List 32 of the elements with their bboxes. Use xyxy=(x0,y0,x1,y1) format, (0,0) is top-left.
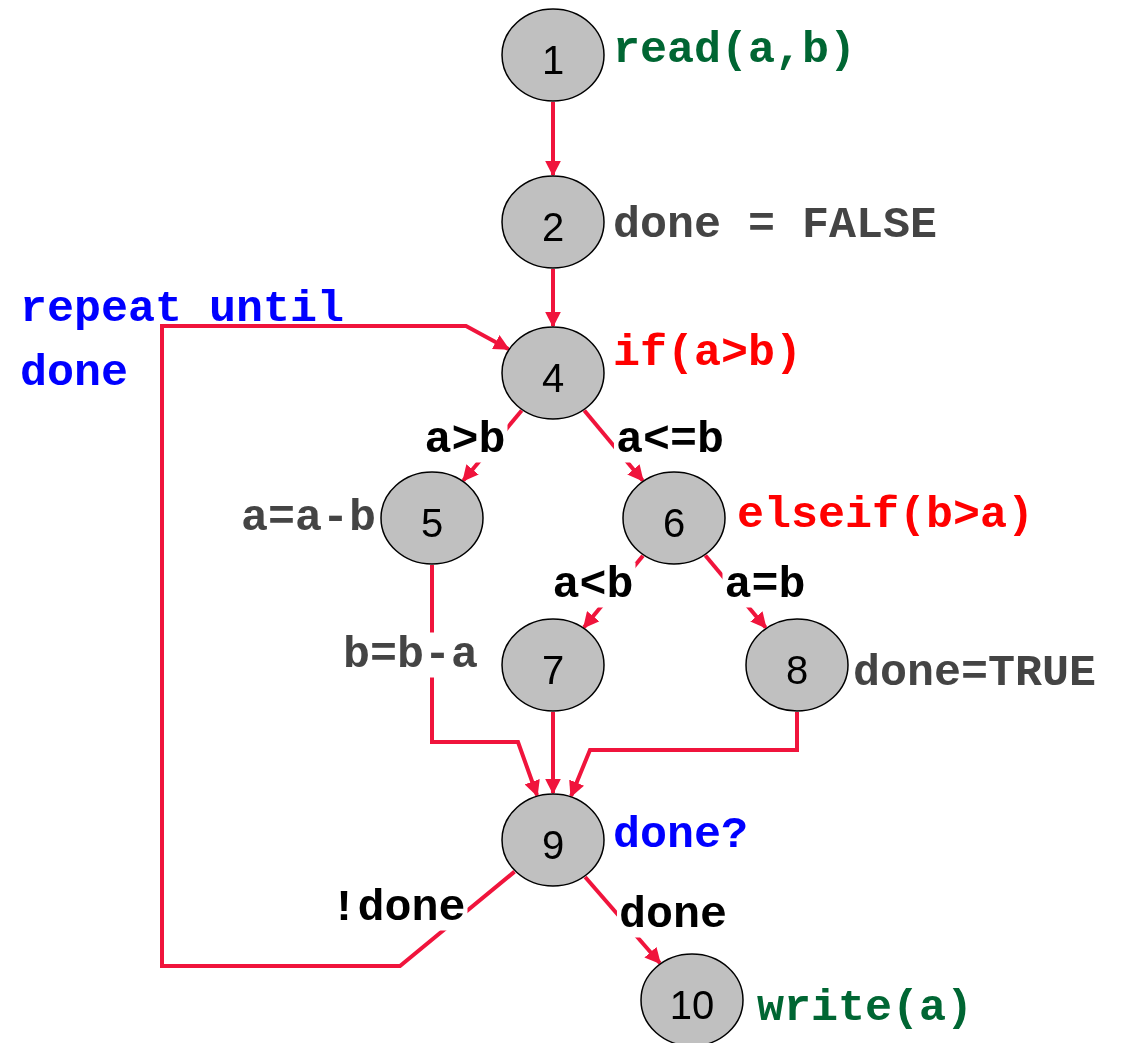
node-number: 5 xyxy=(419,499,445,547)
process-circle xyxy=(380,471,484,565)
loop-note: repeat until done xyxy=(20,283,346,401)
arrow xyxy=(569,712,799,798)
code-annotation: elseif(b>a) xyxy=(737,492,1035,538)
node-number: 1 xyxy=(540,36,566,84)
process-circle xyxy=(501,326,605,420)
code-annotation: done? xyxy=(613,812,749,858)
process-circle xyxy=(501,175,605,269)
code-annotation: done = FALSE xyxy=(613,202,938,248)
code-annotation: done=TRUE xyxy=(853,650,1097,696)
process-circle xyxy=(501,793,605,887)
process-circle xyxy=(622,471,726,565)
node-number: 9 xyxy=(540,821,566,869)
arrow xyxy=(160,324,516,968)
node-number: 10 xyxy=(668,981,716,1029)
code-annotation: write(a) xyxy=(757,985,974,1031)
code-annotation: a=a-b xyxy=(240,495,376,541)
node-number: 2 xyxy=(540,203,566,251)
node-number: 6 xyxy=(661,499,687,547)
process-circle xyxy=(745,618,849,712)
code-annotation: read(a,b) xyxy=(613,27,857,73)
arrow xyxy=(545,269,561,328)
process-circle xyxy=(501,8,605,102)
arrow xyxy=(545,712,561,795)
node-number: 7 xyxy=(540,646,566,694)
process-circle xyxy=(501,618,605,712)
code-annotation: if(a>b) xyxy=(613,330,803,376)
code-annotation: b=b-a xyxy=(343,632,479,678)
arrow xyxy=(545,102,561,177)
node-number: 4 xyxy=(540,354,566,402)
node-number: 8 xyxy=(784,646,810,694)
